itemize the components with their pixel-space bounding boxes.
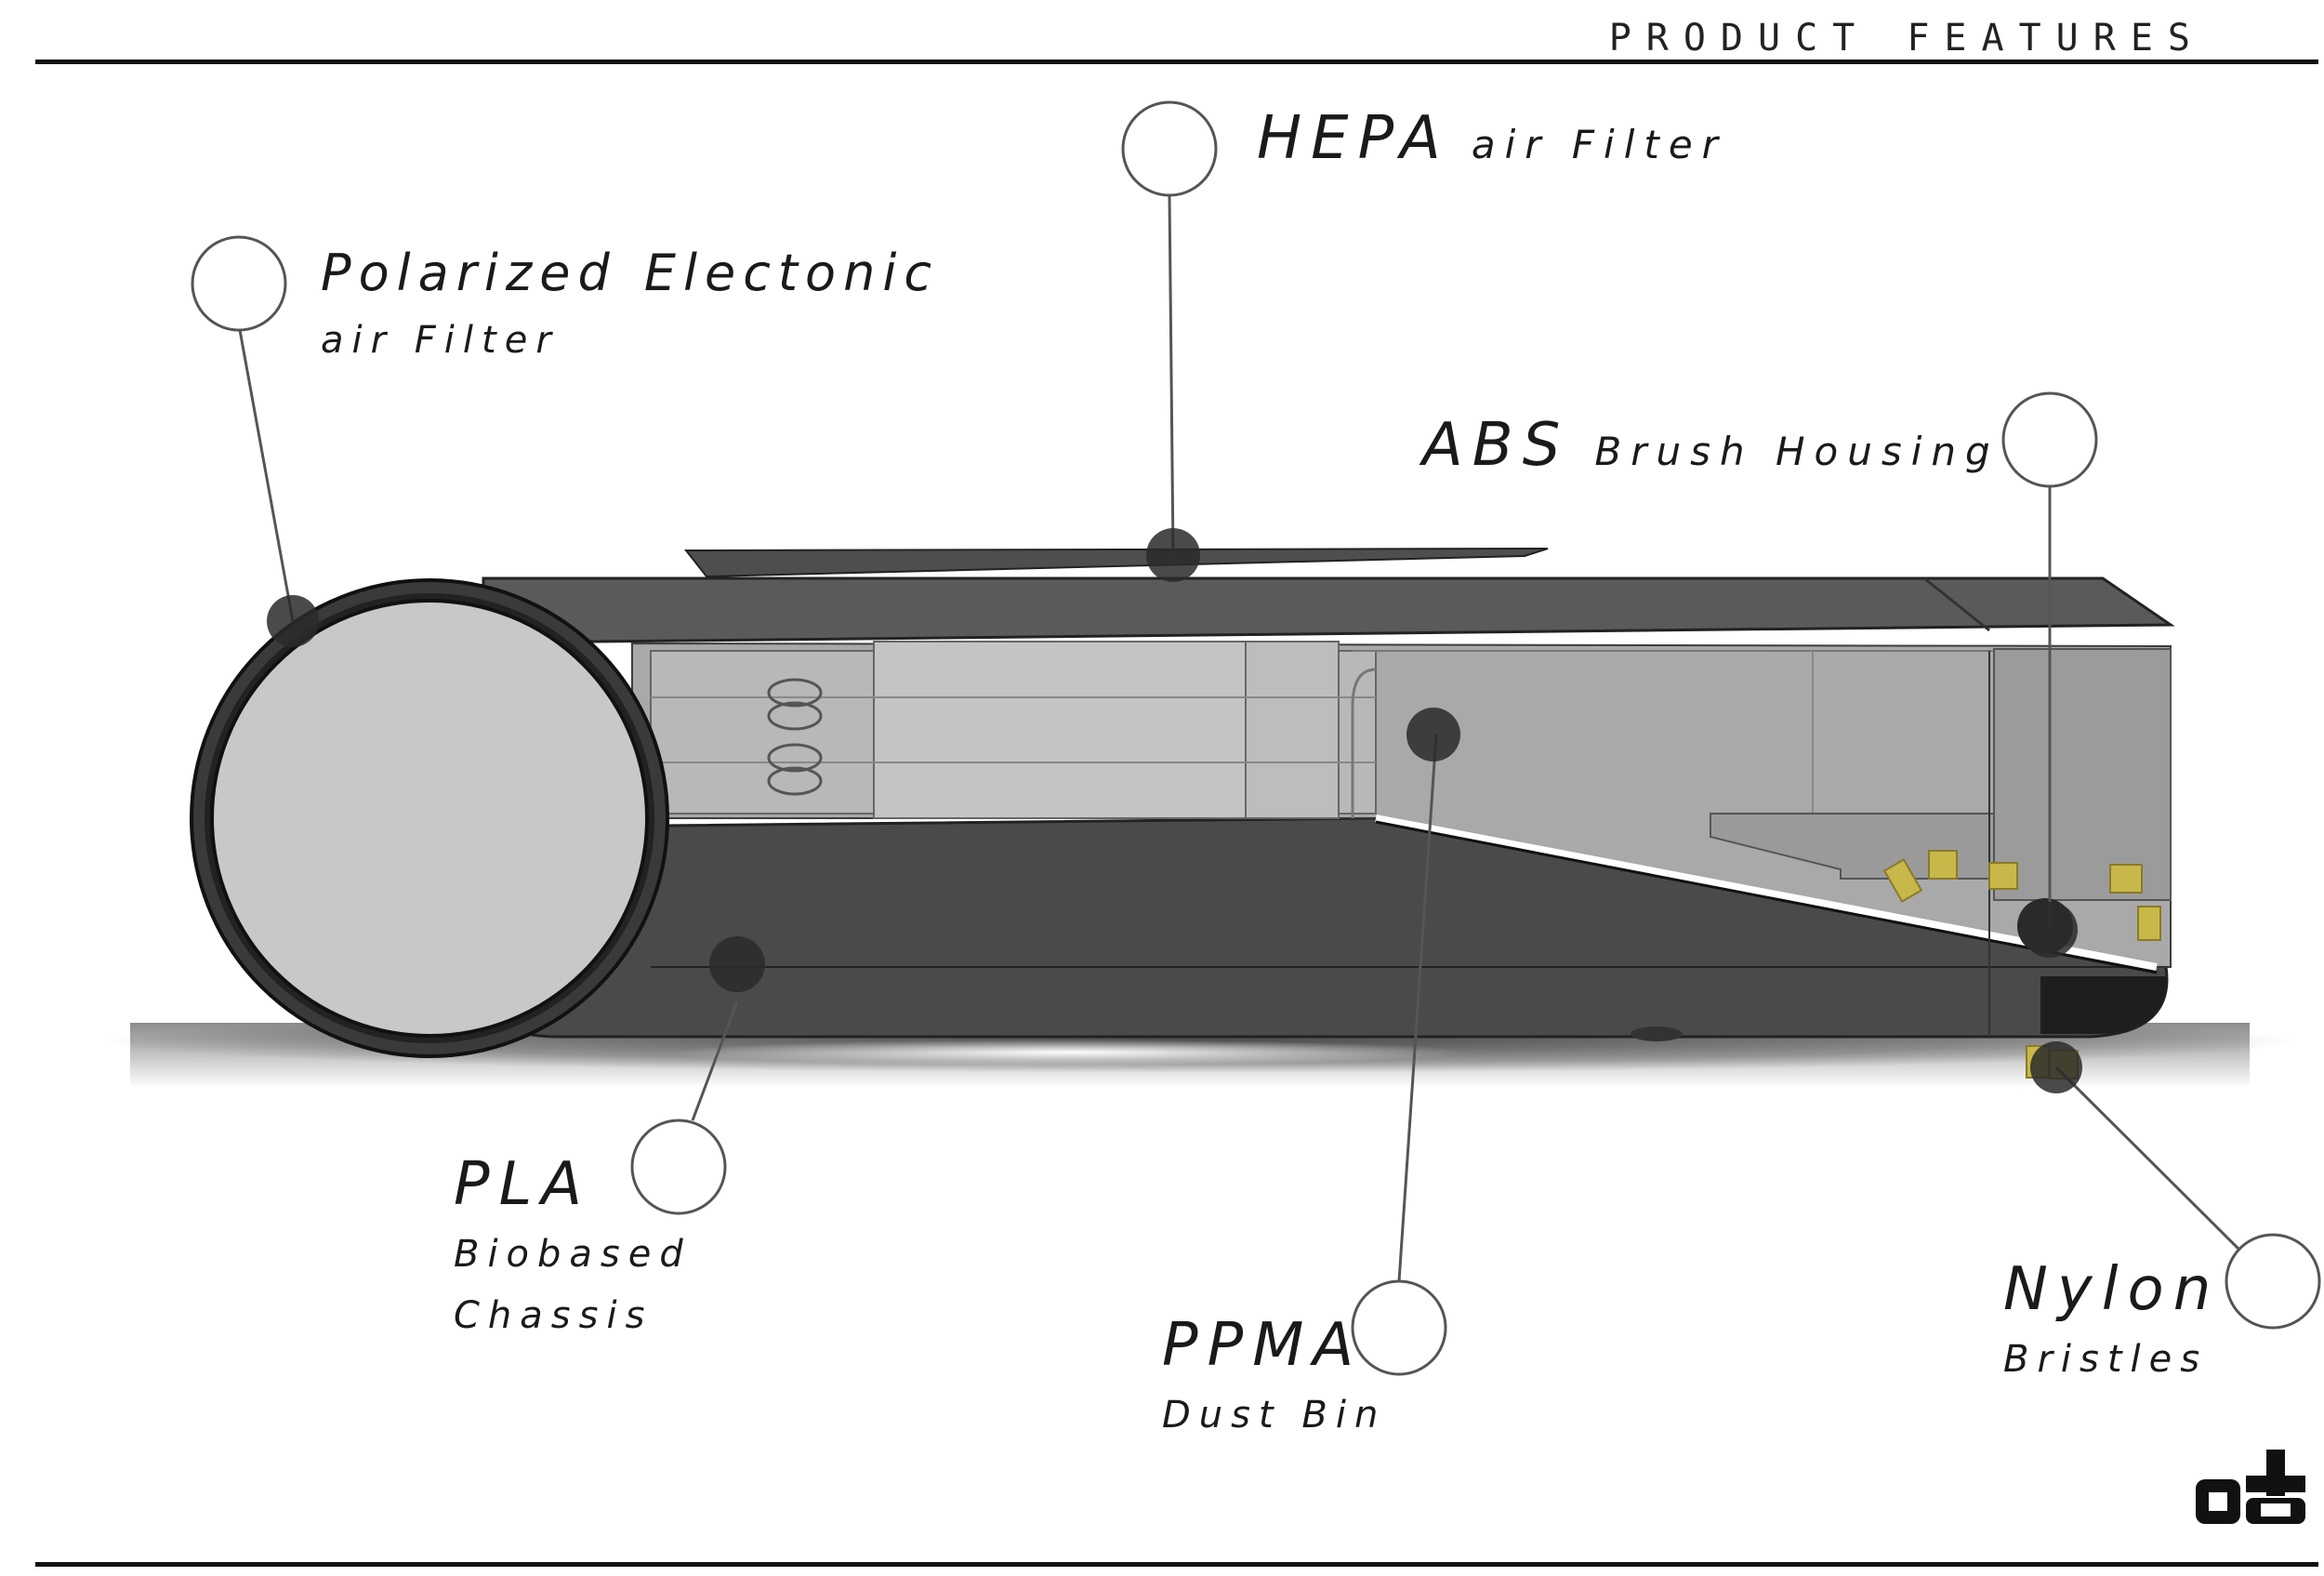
label-ppma: PPMA Dust Bin (1162, 1306, 1386, 1446)
label-polarized-line1b: Electonic (643, 244, 940, 302)
label-ppma-name: PPMA (1162, 1311, 1364, 1380)
label-abs: ABS Brush Housing (1422, 411, 2000, 480)
label-pla-name: PLA (454, 1150, 592, 1219)
label-hepa-name: HEPA (1257, 104, 1450, 173)
marker-dot-nylon (2030, 1041, 2082, 1093)
marker-dot-hepa (1146, 528, 1200, 582)
callout-circle-hepa (1121, 100, 1218, 197)
marker-dot-pla (709, 936, 765, 992)
label-polarized-line2: air Filter (321, 319, 560, 362)
label-polarized: Polarized Electonic air Filter (321, 244, 939, 371)
label-hepa-desc: air Filter (1471, 122, 1727, 167)
label-nylon-name: Nylon (2003, 1255, 2221, 1324)
callout-circle-nylon (2225, 1233, 2321, 1330)
callout-circle-ppma (1351, 1279, 1447, 1376)
label-ppma-desc: Dust Bin (1162, 1394, 1387, 1437)
top-housing (482, 576, 2175, 643)
label-abs-desc: Brush Housing (1594, 429, 2000, 474)
marker-dot-polarized (267, 595, 319, 647)
marker-dot-abs (2022, 902, 2078, 958)
label-hepa: HEPA air Filter (1257, 104, 1727, 173)
label-pla-line3: Chassis (454, 1294, 654, 1337)
label-pla: PLA Biobased Chassis (454, 1146, 692, 1346)
callout-circle-pla (630, 1119, 727, 1215)
callout-circles (191, 100, 2321, 1376)
label-abs-name: ABS (1422, 411, 1570, 480)
header-title: PRODUCT FEATURES (1608, 17, 2205, 60)
label-pla-line2: Biobased (454, 1233, 692, 1276)
marker-dots (267, 528, 2082, 1093)
top-rule (35, 60, 2318, 64)
marker-dot-ppma (1406, 708, 1460, 762)
bottom-rule (35, 1562, 2318, 1567)
leader-lines (238, 194, 2247, 1282)
label-polarized-line1a: Polarized (321, 244, 617, 302)
label-nylon: Nylon Bristles (2003, 1251, 2220, 1390)
wheel (190, 578, 669, 1058)
brand-logo (2196, 1450, 2305, 1524)
callout-circle-polarized (191, 235, 287, 332)
hepa-filter-plate (683, 548, 1549, 578)
dust-bin (631, 641, 2172, 1037)
label-nylon-desc: Bristles (2003, 1338, 2209, 1381)
callout-circle-abs (2001, 391, 2098, 488)
